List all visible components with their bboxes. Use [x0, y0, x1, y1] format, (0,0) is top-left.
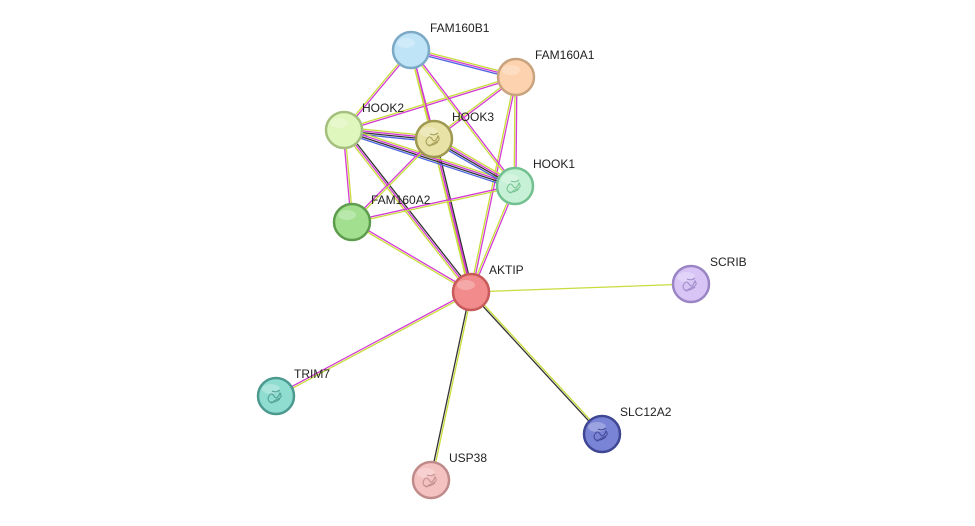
node-circle[interactable] [495, 166, 535, 206]
edge-evidence-line [431, 291, 473, 481]
edge-aktip-fam160a1[interactable] [469, 76, 518, 293]
node-circle[interactable] [671, 264, 711, 304]
node-label-scrib: SCRIB [710, 255, 747, 269]
node-circle[interactable] [391, 30, 431, 70]
node-highlight [420, 127, 438, 137]
edge-evidence-line [343, 130, 516, 188]
node-hook3[interactable] [414, 119, 454, 159]
edge-hook2-fam160a1[interactable] [343, 75, 517, 132]
edge-evidence-line [429, 291, 471, 481]
edge-evidence-line [470, 283, 692, 293]
node-highlight [417, 468, 435, 478]
edge-evidence-line [274, 290, 472, 396]
node-scrib[interactable] [671, 264, 711, 304]
node-highlight [501, 174, 519, 184]
node-usp38[interactable] [411, 460, 451, 500]
node-slc12a2[interactable] [582, 414, 622, 454]
edge-aktip-trim7[interactable] [274, 290, 473, 398]
edge-evidence-line [351, 220, 473, 292]
edge-aktip-slc12a2[interactable] [469, 290, 604, 436]
node-highlight [502, 65, 520, 75]
node-highlight [588, 422, 606, 432]
nodes-layer [256, 30, 711, 500]
node-circle[interactable] [414, 119, 454, 159]
node-label-fam160a2: FAM160A2 [371, 193, 431, 207]
edge-evidence-line [471, 76, 518, 293]
node-hook1[interactable] [495, 166, 535, 206]
edge-evidence-line [341, 130, 471, 294]
node-label-hook1: HOOK1 [533, 157, 575, 171]
node-label-fam160a1: FAM160A1 [535, 48, 595, 62]
node-trim7[interactable] [256, 376, 296, 416]
node-label-trim7: TRIM7 [294, 367, 330, 381]
edge-evidence-line [471, 290, 604, 435]
node-fam160a2[interactable] [332, 202, 372, 242]
edge-evidence-line [469, 291, 602, 436]
node-label-fam160b1: FAM160B1 [430, 21, 490, 35]
edge-evidence-line [343, 75, 517, 130]
protein-structure-icon [267, 389, 282, 404]
node-hook2[interactable] [324, 110, 364, 150]
edge-hook3-fam160a2[interactable] [350, 137, 436, 224]
edge-evidence-line [435, 137, 474, 293]
edge-evidence-line [350, 222, 472, 294]
node-aktip[interactable] [451, 272, 491, 312]
edge-evidence-line [342, 131, 515, 190]
edge-evidence-line [351, 184, 516, 222]
node-label-slc12a2: SLC12A2 [620, 405, 672, 419]
node-circle[interactable] [332, 202, 372, 242]
labels-layer: AKTIP FAM160B1FAM160A1HOOK2HOOK3HOOK1FAM1… [294, 21, 747, 465]
node-circle[interactable] [324, 110, 364, 150]
edge-aktip-usp38[interactable] [429, 291, 473, 481]
node-circle[interactable] [411, 460, 451, 500]
protein-structure-icon [425, 132, 440, 147]
protein-structure-icon [506, 179, 521, 194]
node-highlight [262, 384, 280, 394]
edge-evidence-line [411, 48, 517, 187]
node-highlight [330, 118, 348, 128]
edge-evidence-line [351, 138, 436, 224]
edge-evidence-line [343, 77, 517, 132]
edge-evidence-line [409, 49, 515, 188]
protein-structure-icon [593, 427, 608, 442]
edge-evidence-line [350, 137, 435, 223]
edge-evidence-line [351, 186, 516, 224]
node-label-usp38: USP38 [449, 451, 487, 465]
protein-structure-icon [682, 277, 697, 292]
node-highlight [338, 210, 356, 220]
node-label-hook2: HOOK2 [362, 101, 404, 115]
node-circle[interactable] [256, 376, 296, 416]
edge-evidence-line [275, 292, 473, 398]
node-highlight [457, 280, 475, 290]
node-label-hook3: HOOK3 [452, 110, 494, 124]
node-circle[interactable] [496, 57, 536, 97]
protein-structure-icon [422, 473, 437, 488]
node-circle[interactable] [582, 414, 622, 454]
node-circle[interactable] [451, 272, 491, 312]
edge-hook1-fam160a2[interactable] [351, 184, 516, 224]
edge-aktip-scrib[interactable] [470, 283, 692, 293]
node-highlight [677, 272, 695, 282]
node-fam160a1[interactable] [496, 57, 536, 97]
node-fam160b1[interactable] [391, 30, 431, 70]
edge-hook1-fam160b1[interactable] [409, 48, 517, 188]
edge-aktip-fam160a2[interactable] [350, 220, 473, 294]
node-highlight [397, 38, 415, 48]
node-label-aktip: AKTIP [489, 263, 524, 277]
edge-evidence-line [469, 76, 516, 293]
